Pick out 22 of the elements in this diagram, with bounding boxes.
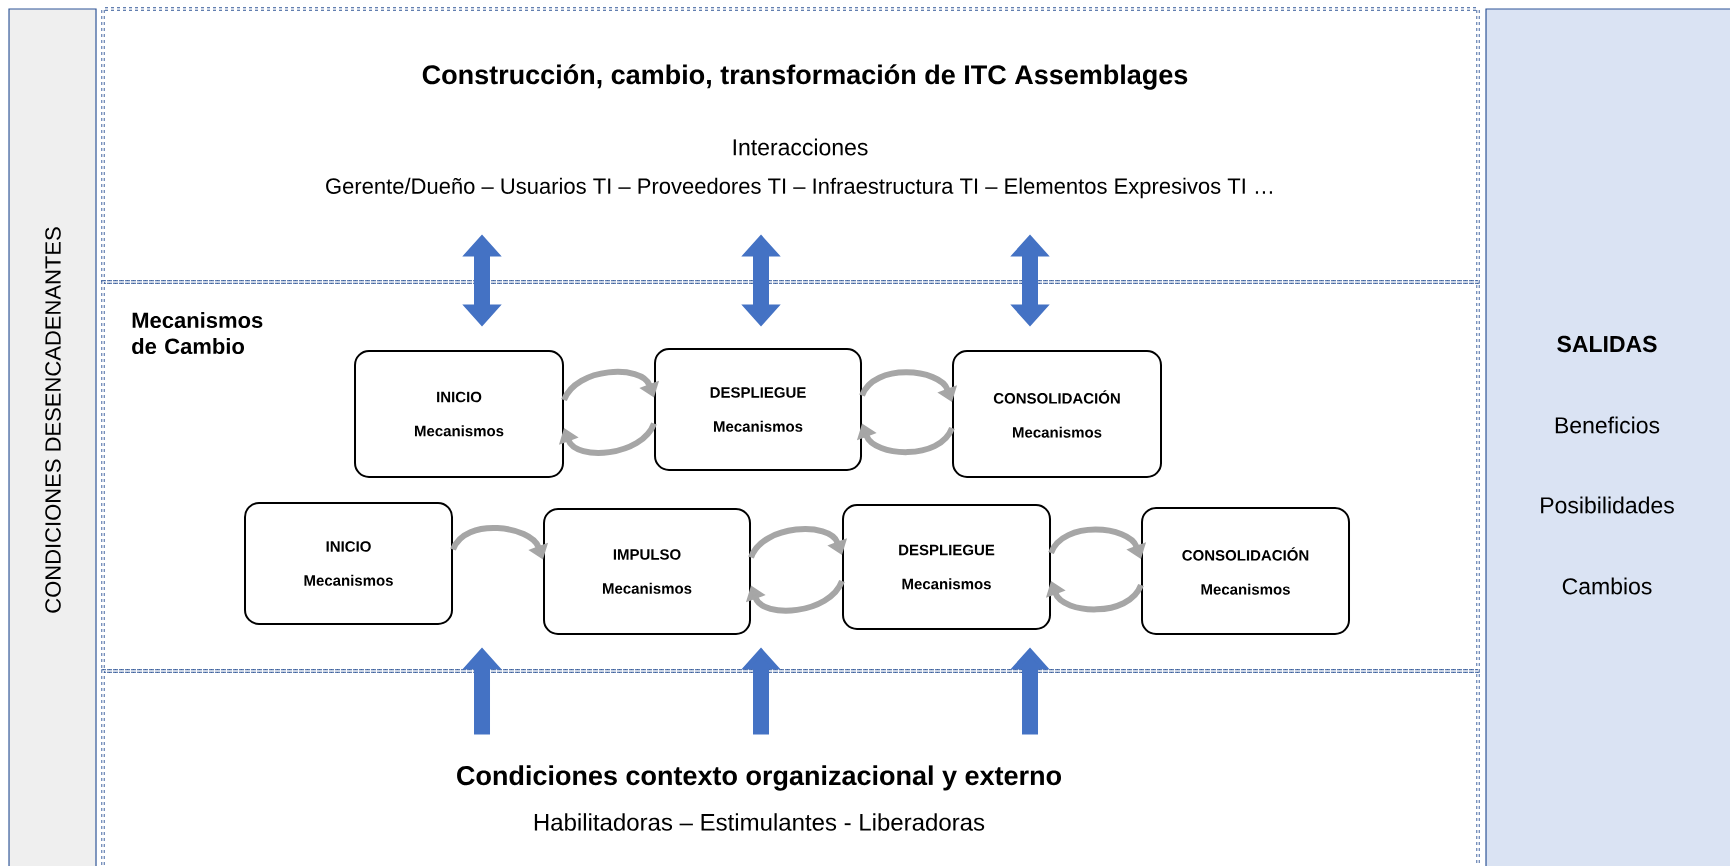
heading: Condiciones contexto organizacional y externo (457, 765, 1061, 791)
process-box: INICIO Mecanismos (354, 350, 564, 478)
section-label: Mecanismos de Cambio (132, 311, 263, 355)
curved-arrow (558, 422, 657, 456)
list-item: Cambios (1562, 577, 1652, 595)
process-box: DESPLIEGUE Mecanismos (654, 348, 862, 471)
process-box: CONSOLIDACIÓN Mecanismos (952, 350, 1162, 478)
subheading: Interacciones (733, 138, 868, 156)
process-box: IMPULSO Mecanismos (543, 508, 751, 635)
list-item: Posibilidades (1541, 496, 1674, 514)
heading: SALIDAS (1557, 335, 1657, 353)
text-line: Habilitadoras – Estimulantes - Liberadoras (534, 813, 985, 831)
curved-arrow (748, 526, 848, 559)
curved-arrow (561, 368, 660, 402)
process-box: INICIO Mecanismos (244, 502, 453, 625)
text-line: Gerente/Dueño – Usuarios TI – Proveedores TI – Infraestructura TI – Elementos Expresivos TI … (326, 177, 1272, 199)
vertical-label: CONDICIONES DESENCADENANTES (45, 227, 61, 613)
process-box: CONSOLIDACIÓN Mecanismos (1141, 507, 1350, 635)
process-box: DESPLIEGUE Mecanismos (842, 504, 1051, 630)
heading: Construcción, cambio, transformación de ITC Assemblages (422, 64, 1188, 90)
curved-arrow (745, 579, 845, 614)
list-item: Beneficios (1555, 416, 1660, 434)
